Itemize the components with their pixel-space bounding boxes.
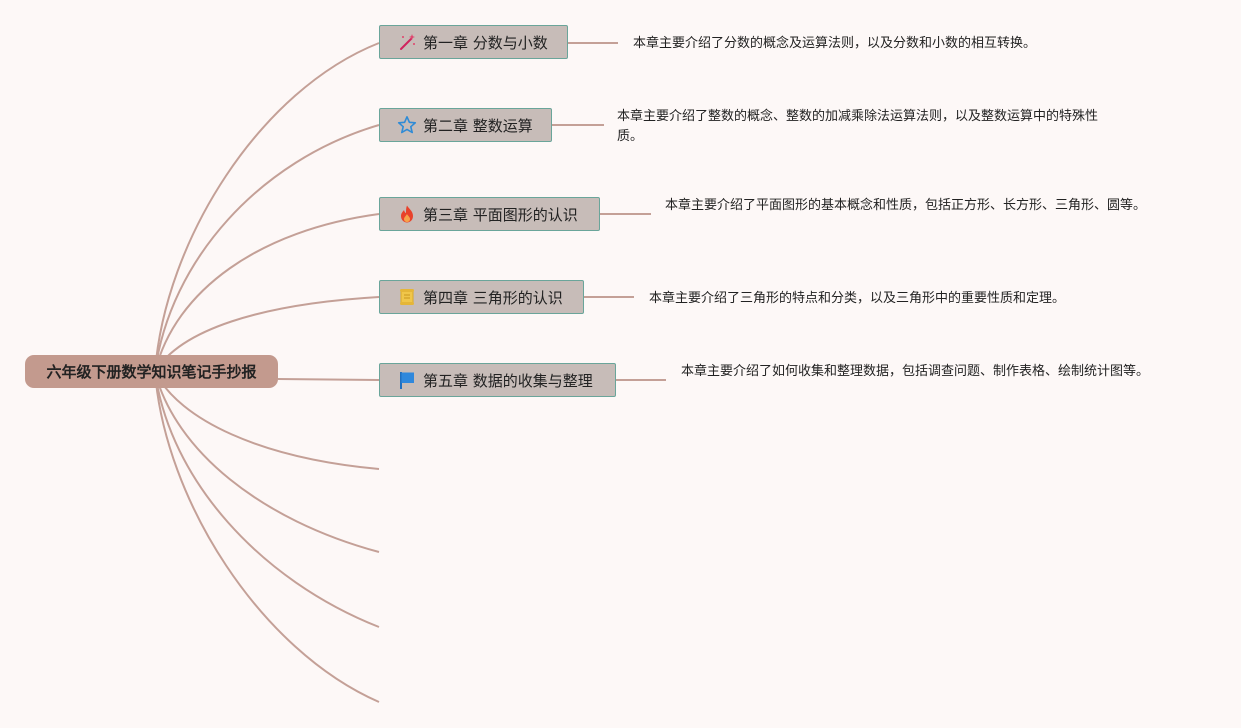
chapter-note-4: 本章主要介绍了三角形的特点和分类，以及三角形中的重要性质和定理。	[649, 291, 1066, 306]
root-topic[interactable]: 六年级下册数学知识笔记手抄报	[25, 355, 278, 388]
branch-line-5	[277, 378, 380, 381]
root-topic-label: 六年级下册数学知识笔记手抄报	[46, 363, 257, 381]
chapter-label-3: 第三章 平面图形的认识	[423, 205, 578, 224]
chapter-note-3: 本章主要介绍了平面图形的基本概念和性质，包括正方形、长方形、三角形、圆等。	[665, 198, 1147, 213]
branch-line-1	[154, 42, 380, 373]
chapter-node-5[interactable]: 第五章 数据的收集与整理	[379, 363, 616, 397]
magic-wand-icon	[396, 31, 418, 53]
chapter-label-2: 第二章 整数运算	[423, 116, 533, 135]
branch-line-2	[154, 124, 380, 373]
branch-line-3	[154, 213, 380, 373]
chapter-label-1: 第一章 分数与小数	[423, 33, 548, 52]
branch-line-6	[154, 371, 380, 470]
chapter-note-1: 本章主要介绍了分数的概念及运算法则，以及分数和小数的相互转换。	[633, 36, 1037, 51]
star-icon	[396, 114, 418, 136]
chapter-label-4: 第四章 三角形的认识	[423, 288, 563, 307]
chapter-node-3[interactable]: 第三章 平面图形的认识	[379, 197, 600, 231]
flag-icon	[396, 369, 418, 391]
chapter-note-5: 本章主要介绍了如何收集和整理数据，包括调查问题、制作表格、绘制统计图等。	[681, 364, 1150, 379]
chapter-label-5: 第五章 数据的收集与整理	[423, 371, 593, 390]
chapter-node-1[interactable]: 第一章 分数与小数	[379, 25, 568, 59]
branch-line-8	[154, 371, 380, 628]
fire-icon	[396, 203, 418, 225]
chapter-node-4[interactable]: 第四章 三角形的认识	[379, 280, 584, 314]
chapter-node-2[interactable]: 第二章 整数运算	[379, 108, 552, 142]
branch-line-7	[154, 371, 380, 553]
branch-line-9	[154, 371, 380, 703]
scroll-icon	[396, 286, 418, 308]
chapter-note-2: 本章主要介绍了整数的概念、整数的加减乘除法运算法则，以及整数运算中的特殊性质。	[617, 109, 1099, 144]
